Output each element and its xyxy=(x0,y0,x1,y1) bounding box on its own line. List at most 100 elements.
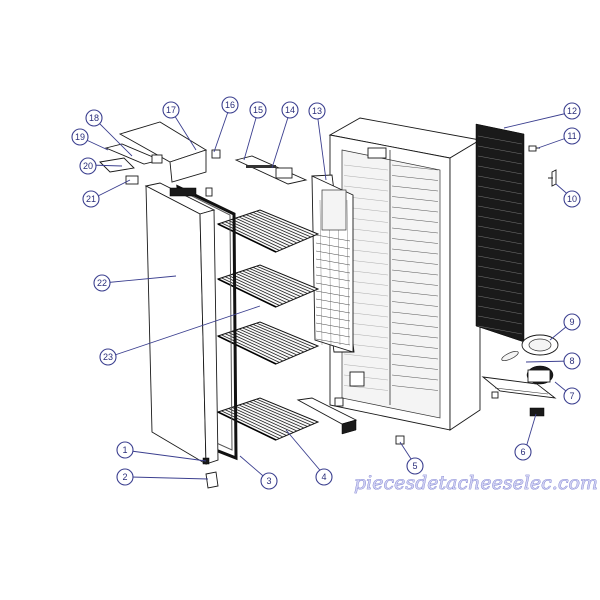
callout-label-22: 22 xyxy=(97,278,107,288)
liner-rib xyxy=(391,374,439,381)
callout-14: 14 xyxy=(281,101,299,119)
condenser-tube xyxy=(477,225,523,235)
small-bracket xyxy=(211,149,293,179)
liner-rib xyxy=(391,311,439,318)
liner-rib xyxy=(391,290,439,297)
liner-rib xyxy=(391,185,439,192)
liner-rib xyxy=(391,269,439,276)
callout-3: 3 xyxy=(260,472,278,490)
callout-label-9: 9 xyxy=(569,317,574,327)
liner-rib xyxy=(343,364,389,370)
small-part-2 xyxy=(205,471,219,489)
liner-rib xyxy=(343,185,389,192)
callout-label-8: 8 xyxy=(569,356,574,366)
evap-fin xyxy=(315,282,351,290)
callout-5: 5 xyxy=(406,457,424,475)
evap-fin xyxy=(319,199,323,346)
callout-11: 11 xyxy=(563,127,581,145)
callout-label-18: 18 xyxy=(89,113,99,123)
callout-4: 4 xyxy=(315,468,333,486)
liner-rib xyxy=(391,343,439,349)
condenser xyxy=(475,123,525,343)
liner-rib xyxy=(391,164,439,171)
condenser-tube xyxy=(477,205,523,215)
liner-rib xyxy=(391,301,439,307)
callout-label-17: 17 xyxy=(166,105,176,115)
callout-9: 9 xyxy=(563,313,581,331)
callout-label-19: 19 xyxy=(75,132,85,142)
shelf-3 xyxy=(216,321,320,365)
callout-17: 17 xyxy=(162,101,180,119)
liner-rib xyxy=(343,353,389,360)
shelf-1 xyxy=(216,209,320,253)
evap-fin xyxy=(315,258,351,266)
callout-label-1: 1 xyxy=(122,445,127,455)
callout-15: 15 xyxy=(249,101,267,119)
evap-fin xyxy=(315,290,351,298)
callout-20: 20 xyxy=(79,157,97,175)
condenser-tube xyxy=(477,145,523,155)
callout-label-14: 14 xyxy=(285,105,295,115)
callout-1: 1 xyxy=(116,441,134,459)
liner-rib xyxy=(343,175,389,181)
condenser-tube xyxy=(477,235,523,245)
condenser-tube xyxy=(477,325,523,335)
liner-rib xyxy=(391,217,439,223)
callout-label-5: 5 xyxy=(412,461,417,471)
evaporator-panel xyxy=(311,174,355,353)
liner-rib xyxy=(391,322,439,328)
evap-fin xyxy=(315,234,351,242)
callout-13: 13 xyxy=(308,102,326,120)
condenser-tube xyxy=(477,165,523,175)
callout-label-20: 20 xyxy=(83,161,93,171)
evap-fin xyxy=(315,298,351,306)
callout-6: 6 xyxy=(514,443,532,461)
shelf-2 xyxy=(216,264,320,308)
callout-16: 16 xyxy=(221,96,239,114)
liner-rib xyxy=(391,196,439,202)
condenser-tube xyxy=(477,315,523,325)
shelf-4 xyxy=(216,397,320,441)
callout-label-10: 10 xyxy=(567,194,577,204)
liner-rib xyxy=(391,175,439,181)
condenser-tube xyxy=(477,245,523,255)
small-part-10 xyxy=(548,169,557,187)
evap-fin xyxy=(315,274,351,282)
control-board xyxy=(234,155,308,185)
condenser-tube xyxy=(477,185,523,195)
callout-label-2: 2 xyxy=(122,472,127,482)
liner-rib xyxy=(343,164,389,171)
condenser-tube xyxy=(477,305,523,315)
callout-label-15: 15 xyxy=(253,105,263,115)
callout-label-3: 3 xyxy=(266,476,271,486)
callout-19: 19 xyxy=(71,128,89,146)
callout-label-4: 4 xyxy=(321,472,326,482)
evap-fin xyxy=(315,242,351,250)
small-part-5 xyxy=(395,435,405,445)
liner-rib xyxy=(391,385,439,391)
callout-10: 10 xyxy=(563,190,581,208)
callout-23: 23 xyxy=(99,348,117,366)
callout-18: 18 xyxy=(85,109,103,127)
callout-label-11: 11 xyxy=(567,131,576,141)
callout-label-21: 21 xyxy=(86,194,96,204)
callout-21: 21 xyxy=(82,190,100,208)
liner-rib xyxy=(391,364,439,370)
liner-rib xyxy=(391,280,439,286)
callout-label-16: 16 xyxy=(225,100,235,110)
top-control-box xyxy=(99,121,213,197)
callout-label-7: 7 xyxy=(569,391,574,401)
evap-fin xyxy=(346,199,350,346)
callout-7: 7 xyxy=(563,387,581,405)
fan-motor-assembly xyxy=(481,334,559,417)
condenser-tube xyxy=(477,175,523,185)
door-panel xyxy=(144,182,219,465)
small-part-11 xyxy=(528,145,540,152)
liner-rib xyxy=(391,238,439,244)
condenser-tube xyxy=(477,265,523,275)
shelf-bottom-rail xyxy=(296,397,358,435)
callout-2: 2 xyxy=(116,468,134,486)
liner-rib xyxy=(391,227,439,234)
evap-fin xyxy=(315,266,351,274)
